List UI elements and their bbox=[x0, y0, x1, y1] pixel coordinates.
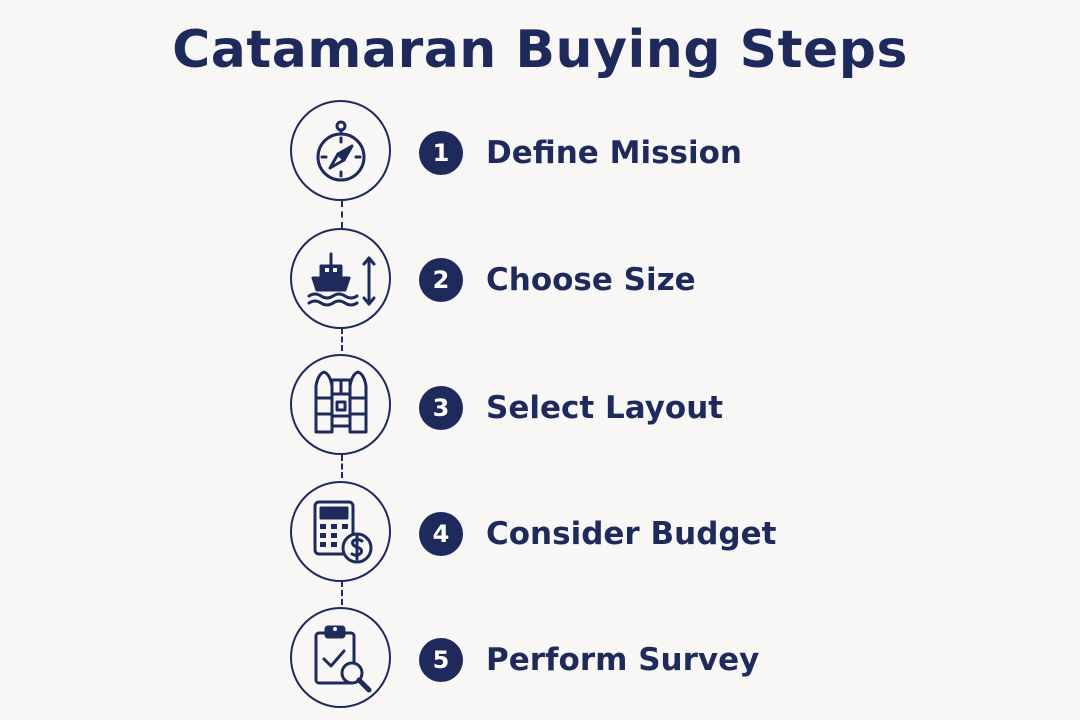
step-number-badge: 4 bbox=[419, 512, 463, 556]
compass-icon bbox=[316, 120, 365, 181]
step-icon-circle bbox=[290, 607, 391, 708]
step-label: Consider Budget bbox=[486, 516, 777, 552]
step-number-badge: 1 bbox=[419, 131, 463, 175]
step-icon-circle bbox=[290, 481, 391, 582]
catamaran-layout-icon bbox=[314, 370, 367, 433]
step-label: Choose Size bbox=[486, 262, 696, 298]
clipboard-search-icon bbox=[314, 625, 371, 692]
step-number-badge: 3 bbox=[419, 386, 463, 430]
step-connector bbox=[341, 201, 343, 228]
page-title: Catamaran Buying Steps bbox=[172, 20, 908, 80]
step-connector bbox=[341, 581, 343, 605]
step-number-badge: 5 bbox=[419, 638, 463, 682]
step-label: Perform Survey bbox=[486, 642, 760, 678]
step-number-badge: 2 bbox=[419, 258, 463, 302]
boat-size-icon bbox=[307, 252, 375, 306]
step-connector bbox=[341, 455, 343, 478]
step-icon-circle bbox=[290, 228, 391, 329]
step-label: Define Mission bbox=[486, 135, 742, 171]
calculator-dollar-icon bbox=[313, 500, 372, 563]
step-icon-circle bbox=[290, 100, 391, 201]
step-connector bbox=[341, 328, 343, 351]
step-icon-circle bbox=[290, 354, 391, 455]
step-label: Select Layout bbox=[486, 390, 724, 426]
